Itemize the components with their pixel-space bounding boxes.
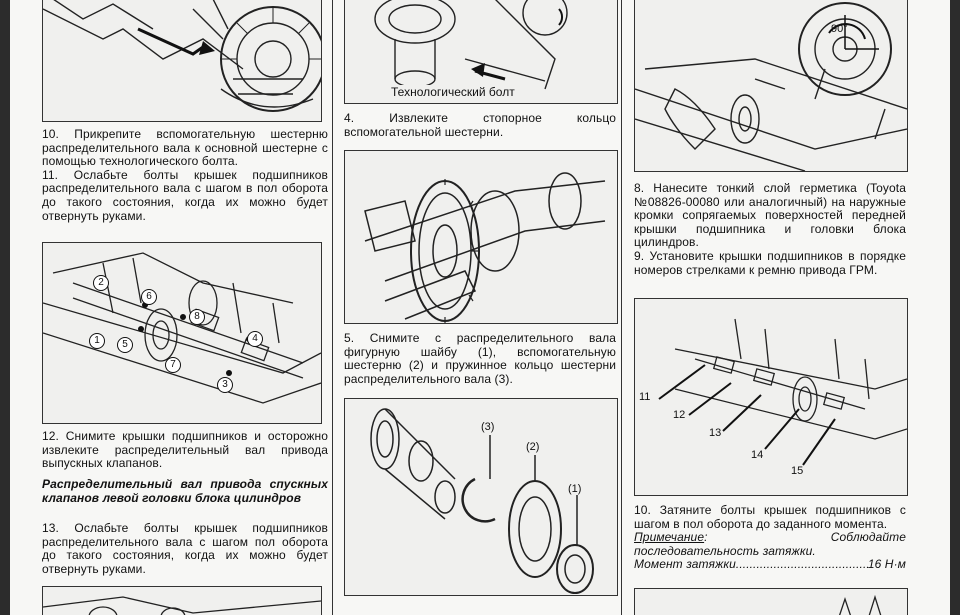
fig-label-2: (2) <box>526 441 540 453</box>
fig-label-1: (1) <box>568 483 582 495</box>
figure-bearing-caps-order: 2 6 8 1 5 4 7 3 <box>42 242 322 424</box>
figure-bottom-illustration <box>43 596 321 615</box>
cap-label-14: 14 <box>751 449 764 461</box>
note-label: Примечание <box>634 530 705 545</box>
figure-bearing-cap-numbers: 11 12 13 14 15 <box>634 298 908 496</box>
label-circle-3: 3 <box>217 377 233 393</box>
fig-label-3: (3) <box>481 421 495 433</box>
figure-bottom-col3-illustration <box>838 594 882 615</box>
figure-cylinder-head-gear-illustration <box>635 2 907 171</box>
step-10-col1: 10. Прикрепите вспомогательную шестерню … <box>42 127 328 169</box>
note-text: : Соблюдайте последовательность затяжки. <box>634 530 906 558</box>
label-circle-6: 6 <box>141 289 157 305</box>
figure-cylinder-head-illustration <box>43 252 321 404</box>
cap-label-13: 13 <box>709 427 722 439</box>
column-rule-left <box>332 0 333 615</box>
step-5-col2: 5. Снимите с распределительного вала фиг… <box>344 331 616 386</box>
figure-exploded-illustration <box>370 408 594 594</box>
column-rule-right <box>621 0 622 615</box>
torque-spec-row: Момент затяжки .........................… <box>634 558 906 572</box>
figure-bottom-col1 <box>42 586 322 615</box>
step-13-col1: 13. Ослабьте болты крышек подшипников ра… <box>42 521 328 576</box>
label-circle-5: 5 <box>117 337 133 353</box>
figure-engine-illustration <box>43 0 321 112</box>
step-9-col3: 9. Установите крышки подшипников в поряд… <box>634 248 906 277</box>
label-circle-7: 7 <box>165 357 181 373</box>
figure-camshaft-gear-illustration <box>364 172 606 323</box>
step-8-col3: 8. Нанесите тонкий слой герметика (Toyot… <box>634 181 906 250</box>
tightening-note: Примечание: Соблюдайте последовательност… <box>634 530 906 558</box>
step-11-col1: 11. Ослабьте болты крышек подшипников ра… <box>42 167 328 223</box>
label-circle-2: 2 <box>93 275 109 291</box>
section-heading: Распределительный вал привода спускных к… <box>42 477 328 505</box>
fig-caption-technological-bolt: Технологический болт <box>389 85 517 99</box>
torque-value: 16 Н·м <box>867 557 906 572</box>
figure-gear-bolt-illustration <box>374 0 568 90</box>
label-circle-8: 8 <box>189 309 205 325</box>
angle-label-90: 90° <box>831 23 848 35</box>
label-circle-1: 1 <box>89 333 105 349</box>
cap-label-12: 12 <box>673 409 686 421</box>
torque-label: Момент затяжки <box>634 557 736 572</box>
figure-camshaft-90-degrees: 90° <box>634 0 908 172</box>
figure-auxiliary-gear-bolt <box>42 0 322 122</box>
step-12-col1: 12. Снимите крышки подшипников и осторож… <box>42 429 328 471</box>
cap-label-15: 15 <box>791 465 804 477</box>
step-10-col3: 10. Затяните болты крышек подшипников с … <box>634 503 906 531</box>
label-circle-4: 4 <box>247 331 263 347</box>
torque-leader-dots: ........................................… <box>735 558 868 572</box>
figure-technological-bolt: Технологический болт <box>344 0 618 104</box>
figure-bottom-col3 <box>634 588 908 615</box>
figure-retaining-ring <box>344 150 618 324</box>
manual-page: 10. Прикрепите вспомогательную шестерню … <box>10 0 950 615</box>
cap-label-11: 11 <box>639 391 651 403</box>
figure-bearing-caps-illustration <box>658 318 907 466</box>
step-4-col2: 4. Извлеките стопорное кольцо вспомогате… <box>344 111 616 139</box>
figure-exploded-gear-parts: (3) (2) (1) <box>344 398 618 596</box>
